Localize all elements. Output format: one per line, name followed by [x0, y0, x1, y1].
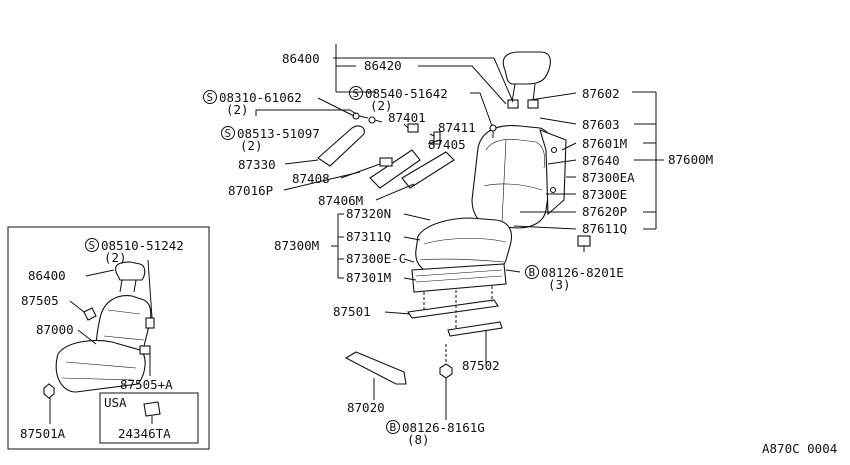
- inset-label-08510-51242: 08510-51242: [101, 238, 184, 253]
- label-87502: 87502: [462, 358, 500, 373]
- label-86420: 86420: [364, 58, 402, 73]
- inset-label-usa: USA: [104, 395, 127, 410]
- s-mark: S: [207, 91, 214, 104]
- label-87601M: 87601M: [582, 136, 627, 151]
- headrest-part: [502, 51, 551, 103]
- bolt-part: [439, 344, 453, 386]
- label-08540-qty: (2): [370, 98, 393, 113]
- screw-parts: [352, 112, 591, 252]
- inset-label-87501A: 87501A: [20, 426, 66, 441]
- side-bracket-parts: [317, 123, 455, 189]
- s-mark: S: [353, 87, 360, 100]
- label-87405: 87405: [428, 137, 466, 152]
- s-mark: S: [89, 239, 96, 252]
- inset-label-87505A: 87505+A: [120, 377, 173, 392]
- label-87501: 87501: [333, 304, 371, 319]
- label-87602: 87602: [582, 86, 620, 101]
- label-87016P: 87016P: [228, 183, 273, 198]
- inset-label-87505: 87505: [21, 293, 59, 308]
- label-87406M: 87406M: [318, 193, 363, 208]
- label-08540-51642: 08540-51642: [365, 86, 448, 101]
- label-86400: 86400: [282, 51, 320, 66]
- label-87020: 87020: [347, 400, 385, 415]
- label-87330: 87330: [238, 157, 276, 172]
- leader-lines: [255, 44, 664, 420]
- label-87611Q: 87611Q: [582, 221, 627, 236]
- label-08513-qty: (2): [240, 138, 263, 153]
- b-mark: B: [529, 266, 536, 279]
- label-87300EA: 87300EA: [582, 170, 635, 185]
- inset-label-08510-qty: (2): [104, 250, 127, 265]
- seat-cushion-part: [415, 217, 513, 279]
- label-87408: 87408: [292, 171, 330, 186]
- label-87300M: 87300M: [274, 238, 319, 253]
- label-08126-8201E-qty: (3): [548, 277, 571, 292]
- label-87620P: 87620P: [582, 204, 627, 219]
- label-87401: 87401: [388, 110, 426, 125]
- b-mark: B: [390, 421, 397, 434]
- label-08513-51097: 08513-51097: [237, 126, 320, 141]
- inset-label-86400: 86400: [28, 268, 66, 283]
- inset-label-87000: 87000: [36, 322, 74, 337]
- seat-rail-parts: [407, 286, 503, 337]
- label-87300E-C: 87300E-C: [346, 251, 406, 266]
- label-08126-8201E: 08126-8201E: [541, 265, 624, 280]
- label-87600M: 87600M: [668, 152, 713, 167]
- seat-cushion-frame-part: [411, 263, 507, 293]
- label-87300E: 87300E: [582, 187, 627, 202]
- label-87311Q: 87311Q: [346, 229, 391, 244]
- label-87603: 87603: [582, 117, 620, 132]
- label-08310-qty: (2): [226, 102, 249, 117]
- label-08310-61062: 08310-61062: [219, 90, 302, 105]
- label-87301M: 87301M: [346, 270, 391, 285]
- s-mark: S: [225, 127, 232, 140]
- label-08126-8161G: 08126-8161G: [402, 420, 485, 435]
- inset-label-24346TA: 24346TA: [118, 426, 171, 441]
- seat-back-frame-part: [539, 129, 567, 216]
- inset-panel: [7, 226, 210, 450]
- label-87640: 87640: [582, 153, 620, 168]
- bracket-87020-part: [344, 351, 407, 385]
- label-87320N: 87320N: [346, 206, 391, 221]
- figure-code: A870C 0004: [762, 441, 837, 456]
- label-08126-8161G-qty: (8): [407, 432, 430, 447]
- seat-back-part: [471, 125, 555, 229]
- label-87411: 87411: [438, 120, 476, 135]
